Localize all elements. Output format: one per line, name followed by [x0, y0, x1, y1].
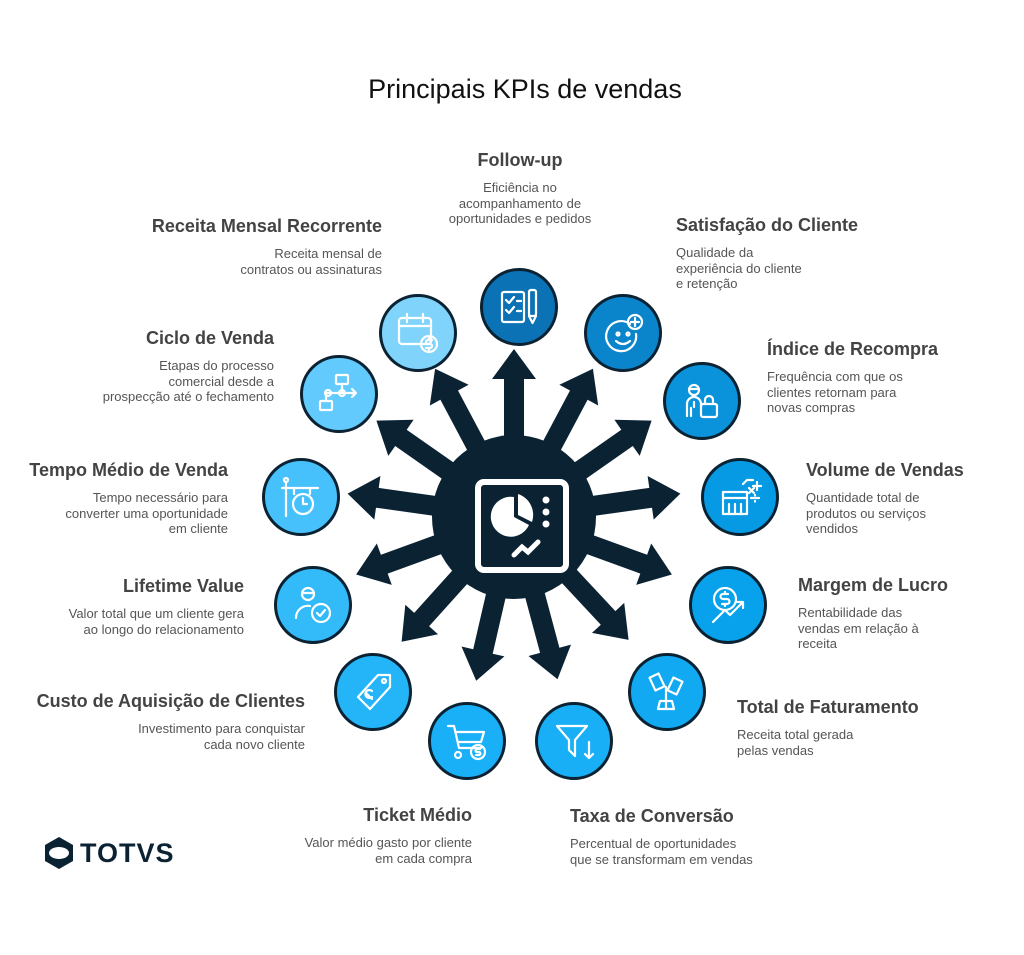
calendar-dollar-icon	[397, 312, 439, 354]
kpi-description: Quantidade total de produtos ou serviços…	[806, 490, 926, 536]
logo-text: TOTVS	[80, 837, 175, 868]
kpi-description: Tempo necessário para converter uma opor…	[65, 490, 228, 536]
kpi-node	[262, 458, 340, 536]
kpi-node	[628, 653, 706, 731]
totvs-logo-icon	[45, 837, 73, 869]
kpi-node	[535, 702, 613, 780]
customer-bag-icon	[685, 383, 719, 419]
timer-sign-icon	[280, 476, 320, 518]
kpi-node	[584, 294, 662, 372]
kpi-title: Ciclo de Venda	[145, 328, 274, 348]
kpi-title: Índice de Recompra	[767, 339, 939, 359]
kpi-node	[689, 566, 767, 644]
store-math-icon	[721, 478, 763, 516]
totvs-logo: TOTVS	[44, 836, 175, 870]
kpi-description: Receita mensal de contratos ou assinatur…	[240, 246, 382, 277]
kpi-node	[300, 355, 378, 433]
kpi-description: Receita total gerada pelas vendas	[737, 727, 854, 758]
arrow-0	[492, 349, 536, 517]
cart-dollar-icon	[446, 724, 487, 761]
kpi-description: Etapas do processo comercial desde a pro…	[102, 358, 274, 404]
kpi-node	[274, 566, 352, 644]
kpi-title: Lifetime Value	[122, 576, 244, 596]
diagram-title: Principais KPIs de vendas	[368, 74, 682, 104]
kpi-title: Taxa de Conversão	[570, 806, 734, 826]
smiley-plus-icon	[605, 313, 644, 353]
kpi-title: Tempo Médio de Venda	[29, 460, 228, 480]
price-tag-icon	[356, 673, 392, 711]
kpi-description: Investimento para conquistar cada novo c…	[138, 721, 305, 752]
kpi-title: Ticket Médio	[363, 805, 472, 825]
kpi-description: Valor médio gasto por cliente em cada co…	[304, 835, 472, 866]
kpi-title: Total de Faturamento	[737, 697, 919, 717]
kpi-node	[701, 458, 779, 536]
kpi-title: Follow-up	[477, 150, 563, 170]
flowchart-icon	[318, 373, 358, 412]
kpi-description: Rentabilidade das vendas em relação à re…	[798, 605, 919, 651]
kpi-description: Valor total que um cliente gera ao longo…	[68, 606, 244, 637]
kpi-node	[379, 294, 457, 372]
kpi-title: Receita Mensal Recorrente	[151, 216, 382, 236]
kpi-node	[480, 268, 558, 346]
kpi-title: Custo de Aquisição de Clientes	[36, 691, 305, 711]
dashboard-chart-icon	[475, 479, 569, 573]
dollar-growth-icon	[711, 586, 745, 624]
kpi-title: Margem de Lucro	[798, 575, 949, 595]
money-plant-icon	[648, 672, 684, 711]
kpi-title: Satisfação do Cliente	[676, 215, 859, 235]
user-check-icon	[294, 586, 332, 624]
kpi-node	[663, 362, 741, 440]
kpi-description: Qualidade da experiência do cliente e re…	[676, 245, 802, 291]
kpi-node	[428, 702, 506, 780]
kpi-description: Eficiência no acompanhamento de oportuni…	[448, 180, 592, 226]
kpi-description: Frequência com que os clientes retornam …	[767, 369, 903, 415]
funnel-arrow-icon	[555, 724, 595, 760]
kpi-title: Volume de Vendas	[806, 460, 964, 480]
checklist-pen-icon	[500, 288, 538, 325]
kpi-description: Percentual de oportunidades que se trans…	[570, 836, 753, 867]
kpi-node	[334, 653, 412, 731]
